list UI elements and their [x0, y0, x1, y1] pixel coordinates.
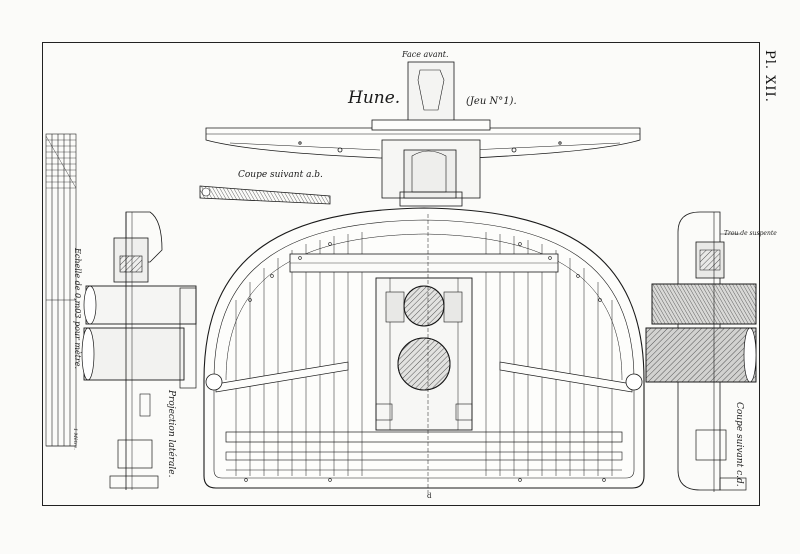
label-face-avant: Face avant.	[402, 50, 449, 59]
plate-number: Pl. XII.	[762, 50, 777, 103]
label-trou-de-suspente: Trou de suspente	[724, 230, 777, 237]
drawing-subtitle: (Jeu N°1).	[466, 96, 517, 107]
coupe-ab-section	[199, 185, 331, 205]
hune-plan	[203, 207, 645, 494]
marker-d: d	[427, 492, 432, 500]
projection-laterale-view	[81, 211, 197, 490]
label-coupe-ab: Coupe suivant a.b.	[238, 170, 323, 180]
coupe-cd-view	[645, 211, 757, 492]
scale-bar	[45, 133, 77, 447]
face-avant-view	[205, 61, 641, 207]
drawing-title: Hune.	[348, 88, 401, 108]
drawing-frame	[42, 42, 760, 506]
